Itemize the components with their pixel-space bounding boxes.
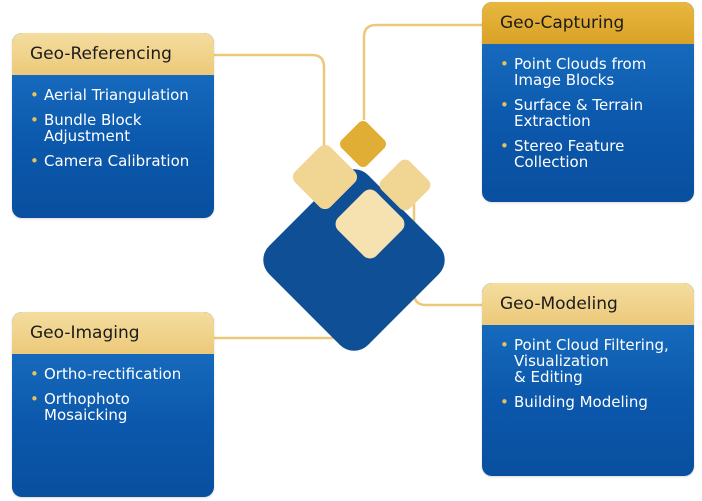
list-item: •Camera Calibration (30, 152, 190, 170)
list-geo-modeling: •Point Cloud Filtering, Visualization & … (482, 325, 694, 410)
card-geo-imaging: Geo-Imaging •Ortho-rectification •Orthop… (12, 312, 214, 497)
list-geo-referencing: •Aerial Triangulation •Bundle Block Adju… (12, 75, 214, 169)
card-title-geo-modeling: Geo-Modeling (482, 283, 694, 325)
list-item: •Point Clouds from Image Blocks (500, 55, 647, 89)
card-title-geo-referencing: Geo-Referencing (12, 33, 214, 75)
connector-referencing (214, 53, 326, 152)
bullet-icon: • (500, 336, 509, 354)
logo-tile-center (335, 189, 405, 259)
list-item: •Point Cloud Filtering, Visualization & … (500, 336, 669, 386)
bullet-icon: • (500, 55, 509, 73)
bullet-icon: • (500, 393, 509, 411)
list-item: •Aerial Triangulation (30, 86, 189, 104)
list-item: •Ortho-rectification (30, 365, 182, 383)
bullet-icon: • (30, 365, 39, 383)
card-title-geo-imaging: Geo-Imaging (12, 312, 214, 354)
bullet-icon: • (30, 111, 39, 129)
logo-tile-left (292, 144, 358, 210)
card-title-geo-capturing: Geo-Capturing (482, 2, 694, 44)
connector-capturing (362, 23, 484, 120)
bullet-icon: • (30, 390, 39, 408)
bullet-icon: • (30, 86, 39, 104)
bullet-icon: • (30, 152, 39, 170)
logo-tile-right (379, 159, 431, 211)
card-geo-referencing: Geo-Referencing •Aerial Triangulation •B… (12, 33, 214, 218)
list-geo-capturing: •Point Clouds from Image Blocks •Surface… (482, 44, 694, 170)
list-item: •Surface & Terrain Extraction (500, 96, 644, 130)
logo-tile-top (340, 121, 386, 167)
list-item: •Building Modeling (500, 393, 648, 411)
card-geo-modeling: Geo-Modeling •Point Cloud Filtering, Vis… (482, 283, 694, 476)
list-item: •Orthophoto Mosaicking (30, 390, 130, 424)
logo-diamond (263, 169, 445, 351)
bullet-icon: • (500, 96, 509, 114)
card-geo-capturing: Geo-Capturing •Point Clouds from Image B… (482, 2, 694, 202)
list-geo-imaging: •Ortho-rectification •Orthophoto Mosaick… (12, 354, 214, 423)
bullet-icon: • (500, 137, 509, 155)
list-item: •Bundle Block Adjustment (30, 111, 142, 145)
list-item: •Stereo Feature Collection (500, 137, 625, 171)
